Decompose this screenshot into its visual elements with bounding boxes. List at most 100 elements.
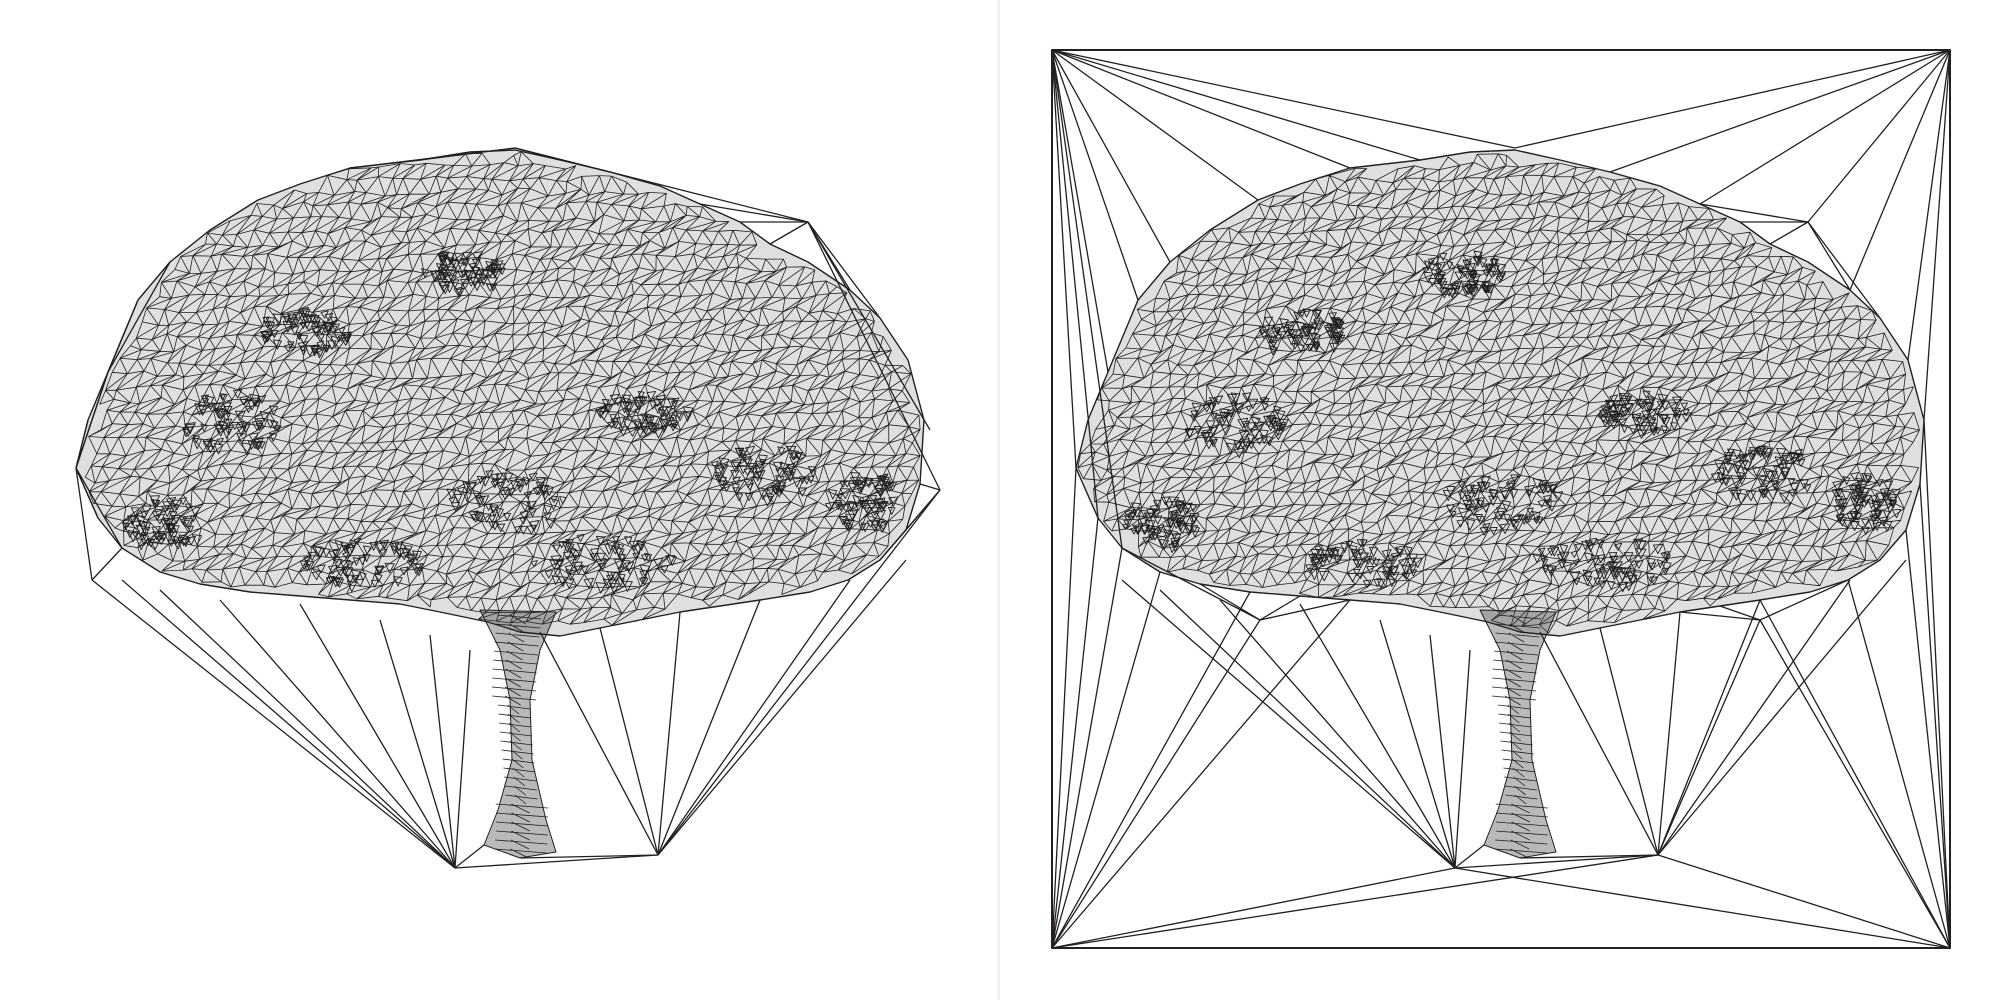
hull-edge (1657, 559, 1907, 856)
hull-edge (1807, 49, 1951, 223)
hull-edge (1657, 619, 1761, 856)
hull-edge (1051, 49, 1139, 301)
shadow-patch (1122, 496, 1200, 554)
hull-edge (91, 579, 456, 869)
panel-right (1000, 0, 2000, 1000)
hull-edge (75, 467, 99, 519)
hull-edge (1051, 854, 1659, 949)
hull-edge (1051, 49, 1077, 469)
shadow-patch (530, 533, 678, 594)
hull-edge (75, 467, 123, 549)
hull-edge (657, 559, 907, 856)
hull-edge (75, 371, 109, 469)
hull-edge (1051, 599, 1351, 949)
hull-edge (1051, 49, 1516, 149)
hull-edge (1051, 517, 1099, 949)
hull-edge (1051, 49, 1099, 519)
tree-mesh (75, 147, 941, 869)
hull-edge (1259, 595, 1301, 621)
hull-edge (1807, 221, 1881, 319)
hull-edge (219, 599, 456, 869)
hull-edge (599, 627, 659, 856)
panel-divider (997, 0, 1000, 1000)
hull-edge (1299, 603, 1456, 869)
hull-edge (1807, 221, 1851, 291)
hull-edge (75, 467, 93, 581)
hull-edge (807, 221, 931, 431)
hull-edge (429, 634, 456, 869)
shadow-patch (299, 537, 424, 593)
hull-edge (1159, 589, 1456, 869)
canopy-outline (1075, 149, 1925, 637)
hull-edge (1719, 605, 1761, 621)
shadow-patch (421, 251, 506, 297)
shadow-patch (446, 470, 567, 535)
hull-edge (879, 489, 941, 561)
trunk-mesh (479, 609, 557, 859)
hull-edge (1905, 529, 1951, 949)
hull-edge (1759, 579, 1849, 621)
hull-edge (159, 589, 456, 869)
hull-edge (1769, 221, 1809, 245)
canopy-mesh-lines (84, 151, 921, 626)
hull-edge (1699, 203, 1809, 223)
hull-edge (1199, 583, 1261, 621)
shadow-patch (1258, 308, 1346, 356)
hull-edge (1454, 867, 1951, 949)
hull-edge (1219, 599, 1456, 869)
hull-edge (919, 483, 941, 491)
hull-edge (1121, 579, 1456, 869)
canopy-triangles (84, 151, 921, 626)
hull-edge (1657, 599, 1761, 856)
hull-edge (1759, 599, 1951, 949)
hull-edge (1657, 854, 1951, 949)
hull-edge (299, 603, 456, 869)
shadow-patch (1442, 474, 1564, 536)
hull-edge (807, 221, 941, 491)
hull-edge (1454, 649, 1471, 869)
shadow-patch (1184, 392, 1289, 459)
hull-edge (699, 203, 809, 223)
hull-edge (1051, 467, 1077, 949)
hull-edge (1919, 483, 1951, 949)
hull-triangles (75, 147, 941, 869)
panel-left (0, 0, 997, 1000)
tree-mesh (1051, 49, 1951, 949)
canopy-shadow-patches (122, 251, 899, 594)
hull-edge (1699, 49, 1951, 205)
canopy-shadow-patches (1122, 250, 1902, 593)
hull-edge (1539, 631, 1659, 856)
hull-edge (1051, 49, 1109, 373)
hull-edge (1923, 419, 1951, 949)
hull-edge (539, 631, 659, 856)
hull-edge (1051, 49, 1259, 201)
hull-edge (1519, 854, 1659, 859)
canopy-triangles (1077, 153, 1920, 634)
hull-edge (1051, 547, 1123, 949)
canopy-mesh-lines (1077, 153, 1920, 634)
hull-edge (1657, 611, 1681, 856)
hull-edge (1051, 619, 1261, 949)
shadow-patch (1710, 445, 1812, 505)
hull-edge (1454, 854, 1659, 869)
hull-edge (1657, 579, 1851, 856)
hull-edge (1051, 49, 1421, 161)
hull-edge (454, 854, 659, 869)
hull-edge (1907, 49, 1951, 361)
hull-edge (1051, 867, 1456, 949)
shadow-patch (1598, 390, 1692, 439)
hull-edge (1609, 49, 1951, 173)
hull-edge (657, 579, 851, 856)
trunk-mesh (1479, 609, 1557, 859)
hull-edge (1051, 49, 1123, 549)
hull-edge (1599, 627, 1659, 856)
shadow-patch (825, 472, 899, 533)
hull-edge (519, 854, 659, 859)
shadow-patch (1422, 250, 1507, 299)
shadow-patch (1305, 539, 1423, 589)
hull-edge (514, 147, 809, 223)
shadow-patch (711, 445, 817, 507)
shadow-patch (260, 306, 352, 359)
hull-edge (454, 844, 485, 869)
shadow-patch (595, 390, 694, 439)
